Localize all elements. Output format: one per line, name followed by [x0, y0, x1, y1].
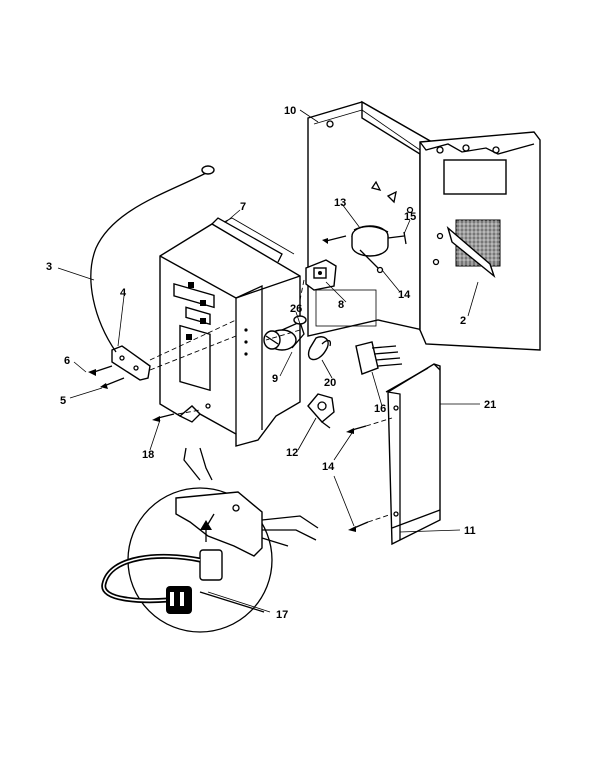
- ground-bracket-part: [88, 345, 151, 389]
- callout-18: 18: [142, 449, 154, 461]
- small-plate-part: [307, 393, 335, 429]
- callout-12: 12: [286, 447, 298, 459]
- ground-wire-part: [90, 165, 215, 353]
- side-cabinet-part: [419, 131, 541, 351]
- callout-15: 15: [404, 211, 416, 223]
- callout-11: 11: [464, 525, 476, 537]
- capacitor-part: [322, 225, 407, 274]
- callout-21: 21: [484, 399, 496, 411]
- callout-5: 5: [60, 395, 66, 407]
- power-cord-detail: [101, 447, 319, 633]
- callout-17: 17: [276, 609, 288, 621]
- callout-16: 16: [374, 403, 386, 415]
- callout-7: 7: [240, 201, 246, 213]
- clip-part: [307, 336, 332, 361]
- control-box-part: [159, 217, 301, 447]
- callout-9: 9: [272, 373, 278, 385]
- callout-8: 8: [338, 299, 344, 311]
- callout-14-top: 14: [398, 289, 411, 301]
- relay-part: [263, 315, 307, 351]
- callout-14-bottom: 14: [322, 461, 335, 473]
- callout-20: 20: [324, 377, 336, 389]
- callout-2: 2: [460, 315, 466, 327]
- callout-labels: 10 7 13 15 3 4 8 14 2 26 6 9 20 5 16 21 …: [46, 105, 496, 621]
- callout-10: 10: [284, 105, 296, 117]
- callout-3: 3: [46, 261, 52, 273]
- connector-part: [355, 341, 403, 375]
- terminal-block-part: [305, 259, 337, 291]
- front-cover-part: [385, 363, 441, 546]
- assembly-guides: [149, 279, 393, 523]
- callout-4: 4: [120, 287, 127, 299]
- callout-26: 26: [290, 303, 302, 315]
- leader-lines: [57, 109, 480, 613]
- callout-6: 6: [64, 355, 70, 367]
- callout-13: 13: [334, 197, 346, 209]
